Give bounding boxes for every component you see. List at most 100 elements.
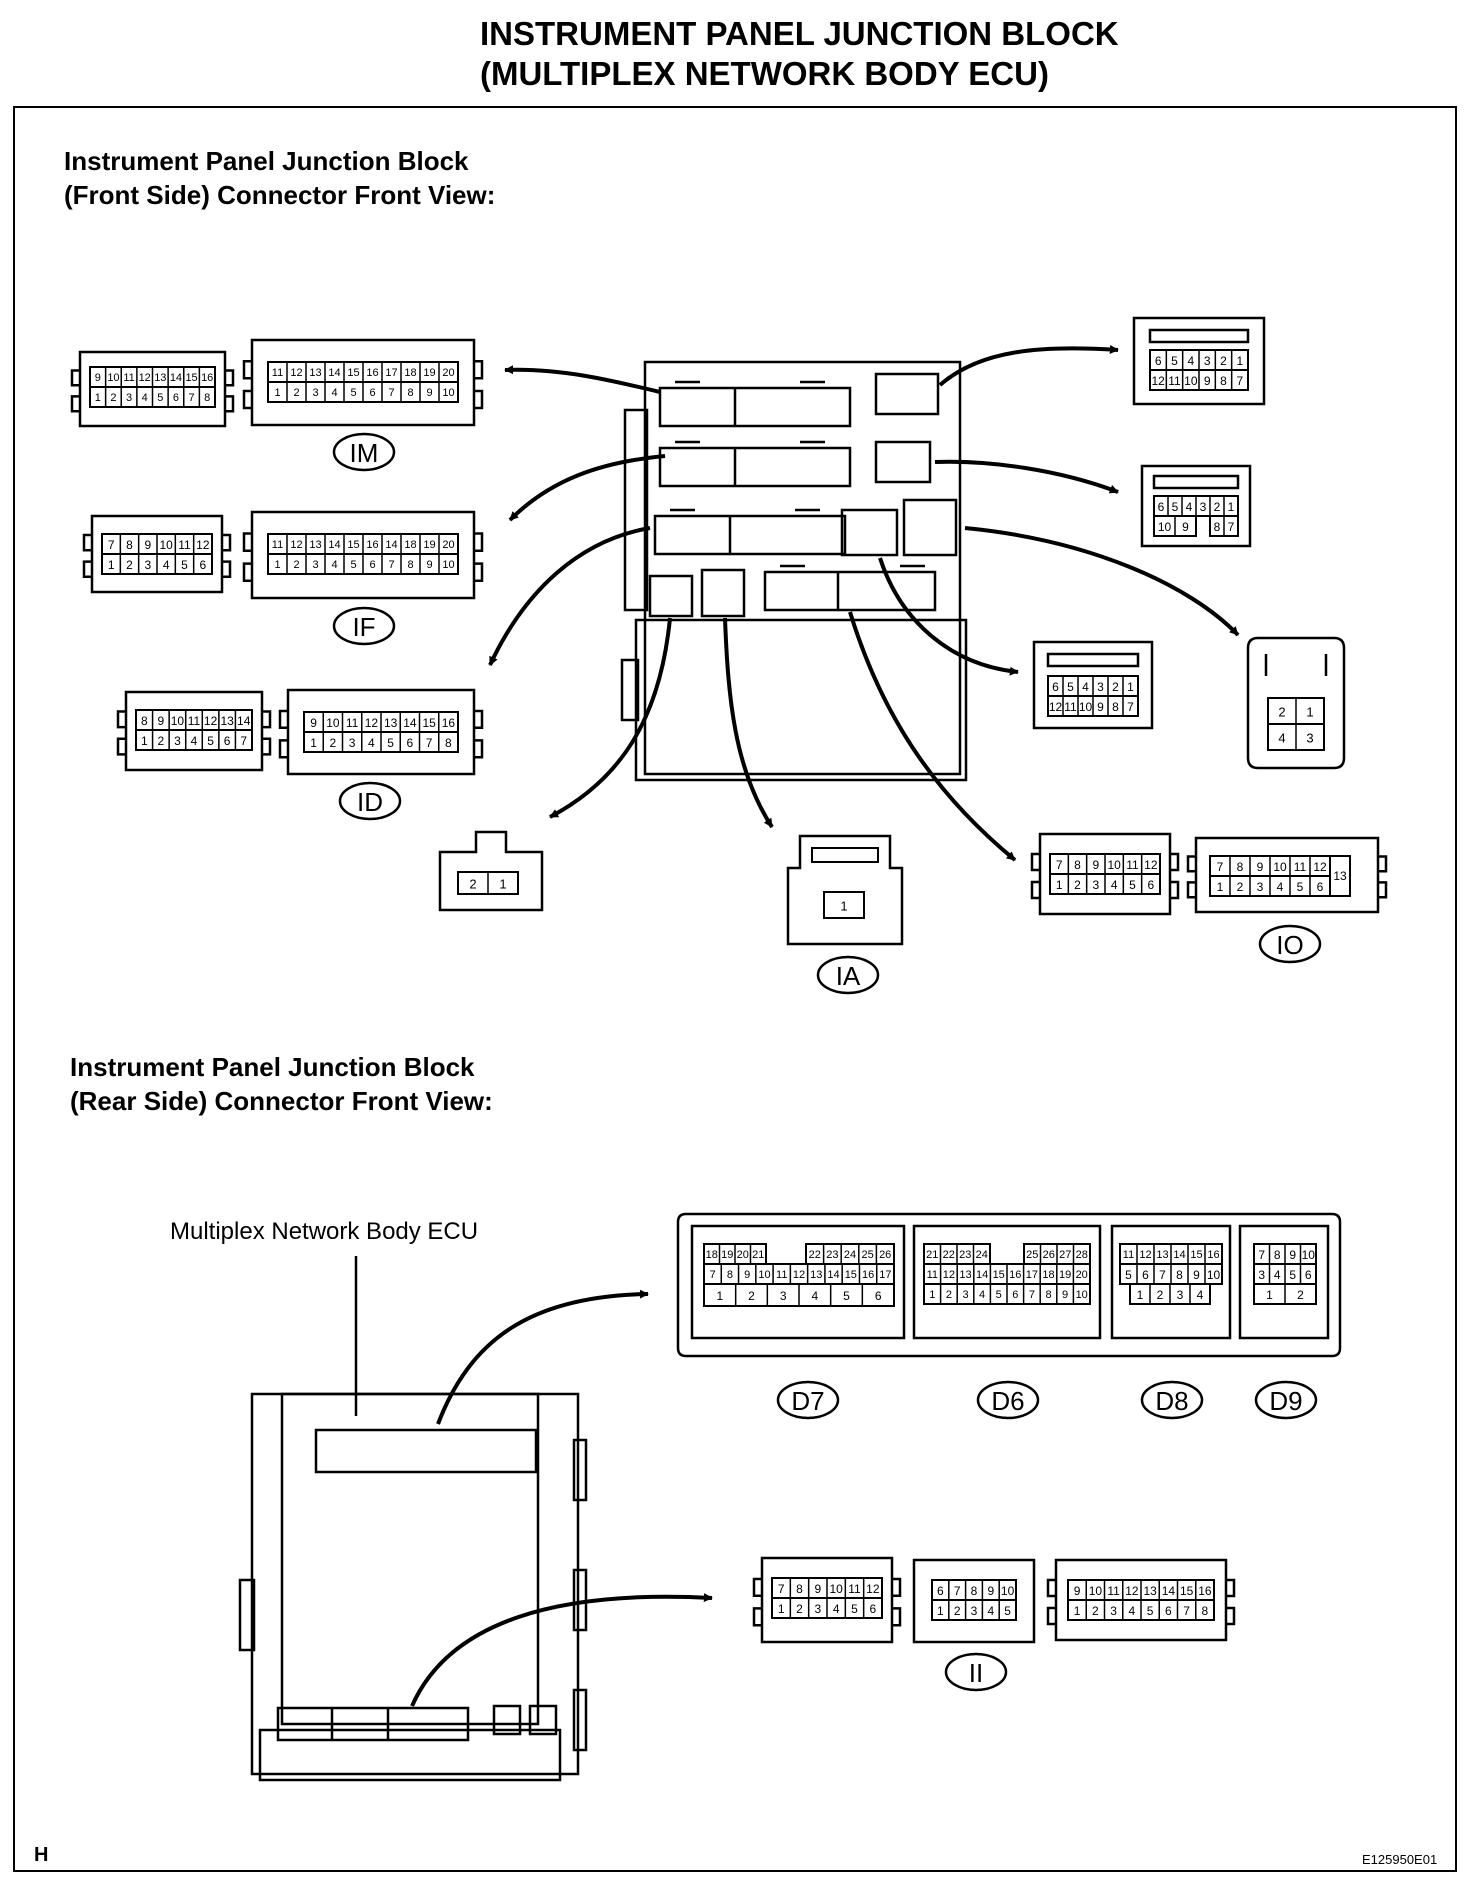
connector-io-b-row-pin: 6 xyxy=(1317,880,1324,894)
connector-im-a-row-pin: 16 xyxy=(201,372,213,384)
connector-if-a-tab-right xyxy=(222,533,232,552)
connector-d8-row-pin: 8 xyxy=(1176,1268,1183,1282)
connector-d7-row-pin: 24 xyxy=(844,1249,856,1261)
connector-io-a-row-pin: 6 xyxy=(1147,878,1154,892)
connector-d6-row-pin: 24 xyxy=(976,1249,988,1261)
connector-12pin-b-row-pin: 6 xyxy=(1052,680,1059,694)
connector-d6-row-pin: 5 xyxy=(996,1289,1002,1301)
connector-id-a-row-pin: 3 xyxy=(174,734,181,748)
connector-im-a-row-pin: 13 xyxy=(154,372,166,384)
connector-if-b-row-pin: 4 xyxy=(331,559,337,571)
connector-d6-row-pin: 2 xyxy=(946,1289,952,1301)
connector-d8-code-text: D8 xyxy=(1155,1386,1188,1416)
connector-ii-c-tab-left xyxy=(1046,1578,1056,1598)
connector-id-a-row-pin: 4 xyxy=(191,734,198,748)
connector-d8-row-pin: 6 xyxy=(1142,1268,1149,1282)
connector-io-a-row-pin: 3 xyxy=(1092,878,1099,892)
connector-im-b-row-pin: 2 xyxy=(293,387,299,399)
connector-if-b-row-pin: 8 xyxy=(407,559,413,571)
connector-ii-c-row-pin: 2 xyxy=(1092,1604,1099,1618)
connector-d7-housing xyxy=(690,1224,906,1340)
connector-ia-row-pin: 1 xyxy=(840,899,847,914)
junction-block-lower xyxy=(634,618,968,782)
connector-d6-row-pin: 10 xyxy=(1076,1289,1088,1301)
connector-id-a-row-pin: 8 xyxy=(141,714,148,728)
connector-2pin-row-pin: 2 xyxy=(469,877,476,892)
connector-12pin-a-row-pin: 12 xyxy=(1151,374,1165,388)
connector-if-b-row-pin: 12 xyxy=(290,539,302,551)
connector-id-b-tab-left-2 xyxy=(278,739,288,759)
arrow-to-im xyxy=(504,365,661,394)
connector-if-a-row-pin: 8 xyxy=(126,538,133,552)
connector-io-a-row-pin: 2 xyxy=(1074,878,1081,892)
connector-d7-code-text: D7 xyxy=(791,1386,824,1416)
ecu-lower xyxy=(258,1728,562,1782)
ecu-inner xyxy=(280,1392,540,1726)
front-section-line-2: (Front Side) Connector Front View: xyxy=(64,180,496,210)
connector-if-a-row-pin: 11 xyxy=(178,538,191,552)
connector-12pin-b-row-pin: 2 xyxy=(1112,680,1119,694)
connector-ii-b-row-pin: 3 xyxy=(971,1604,978,1618)
connector-12pin-a-row-pin: 10 xyxy=(1184,374,1198,388)
connector-2pin-housing xyxy=(438,830,544,912)
connector-im-b-row-pin: 3 xyxy=(312,387,318,399)
connector-ii-code: II xyxy=(944,1652,1008,1692)
connector-if-a-tab-right-2 xyxy=(222,560,232,579)
connector-d9-code: D9 xyxy=(1254,1380,1318,1420)
connector-d6-code-text: D6 xyxy=(991,1386,1024,1416)
connector-d7-row-pin: 2 xyxy=(748,1289,755,1303)
connector-12pin-a-row-pin: 9 xyxy=(1204,374,1211,388)
ecu-side-tab-left xyxy=(238,1578,256,1652)
connector-d7-row-pin: 9 xyxy=(744,1269,750,1281)
connector-d6-row-pin: 8 xyxy=(1045,1289,1051,1301)
connector-ii-c-row-pin: 5 xyxy=(1147,1604,1154,1618)
jb-small-box-4 xyxy=(902,498,958,557)
connector-im-b-row-pin: 13 xyxy=(309,367,321,379)
connector-10pin-row-pin: 1 xyxy=(1228,500,1235,514)
connector-im-b-row-pin: 20 xyxy=(442,367,454,379)
connector-io-b-tab-left-2 xyxy=(1186,881,1196,899)
ecu-slot xyxy=(314,1428,538,1474)
connector-d9-housing xyxy=(1238,1224,1330,1340)
connector-10pin-row-pin: 2 xyxy=(1214,500,1221,514)
connector-ii-a-row-pin: 10 xyxy=(829,1582,843,1596)
title-line-2: (MULTIPLEX NETWORK BODY ECU) xyxy=(480,55,1049,92)
connector-if-b-row-pin: 7 xyxy=(388,559,394,571)
connector-ii-a-row-pin: 9 xyxy=(814,1582,821,1596)
connector-d7-row-pin: 10 xyxy=(758,1269,770,1281)
connector-if-b-row-pin: 14 xyxy=(385,539,397,551)
connector-io-side-pin: 13 xyxy=(1333,869,1347,883)
connector-id-a-row-pin: 11 xyxy=(188,714,201,728)
connector-d6-row-pin: 12 xyxy=(943,1269,955,1281)
jb-small-box-1 xyxy=(874,372,940,416)
connector-if-b-row-pin: 2 xyxy=(293,559,299,571)
connector-id-b-row-pin: 10 xyxy=(326,716,340,730)
connector-ii-c-row-pin: 9 xyxy=(1074,1584,1081,1598)
connector-d8-row-pin: 10 xyxy=(1207,1268,1221,1282)
connector-id-a-tab-left xyxy=(116,710,126,729)
connector-ii-a-row-pin: 5 xyxy=(851,1602,858,1616)
diagram-frame xyxy=(13,106,1457,1872)
connector-d8-row-pin: 9 xyxy=(1193,1268,1200,1282)
connector-ii-b-row-pin: 1 xyxy=(937,1604,944,1618)
connector-d6-row-pin: 13 xyxy=(959,1269,971,1281)
connector-12pin-b-row-pin: 3 xyxy=(1097,680,1104,694)
connector-d7-row-pin: 25 xyxy=(861,1249,873,1261)
connector-im-a-row-pin: 1 xyxy=(95,392,101,404)
page-title: INSTRUMENT PANEL JUNCTION BLOCK (MULTIPL… xyxy=(480,14,1280,94)
connector-io-code: IO xyxy=(1258,924,1322,964)
connector-d7-row-pin: 18 xyxy=(706,1249,718,1261)
connector-d6-row-pin: 4 xyxy=(979,1289,985,1301)
